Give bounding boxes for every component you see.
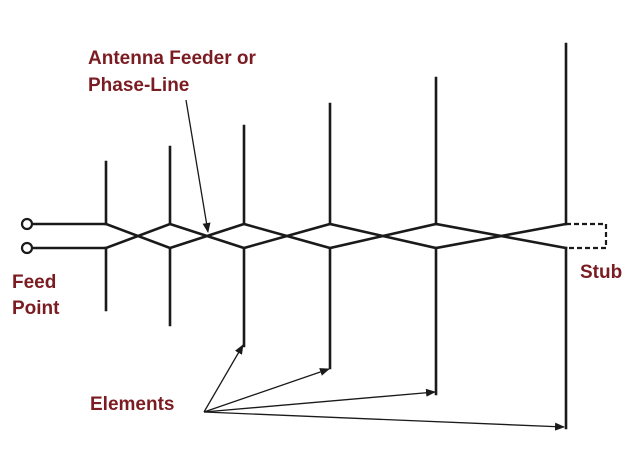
elements-pointer-arrow-4: [203, 411, 565, 431]
feeder-label-line1: Antenna Feeder or: [88, 48, 256, 69]
feeder-pointer-arrow: [185, 99, 211, 233]
phase-line-conductor-b: [104, 222, 568, 250]
feed-point-label-line2: Point: [12, 298, 60, 319]
feed-terminal-bottom: [20, 241, 34, 255]
feed-point-label-line1: Feed: [12, 272, 56, 293]
elements-pointer-arrow-3: [203, 388, 436, 413]
feed-terminal-top: [20, 217, 34, 231]
stub-line: [566, 222, 608, 250]
elements-pointer-arrow-2: [203, 368, 330, 413]
elements: [104, 42, 568, 430]
feeder-label-line2: Phase-Line: [88, 75, 189, 96]
elements-pointer-arrow-1: [203, 344, 244, 413]
feed-point: [20, 217, 106, 255]
stub-label: Stub: [580, 262, 622, 283]
phase-line: [104, 222, 568, 250]
elements-label: Elements: [90, 394, 174, 415]
pointer-arrows: [185, 99, 565, 431]
